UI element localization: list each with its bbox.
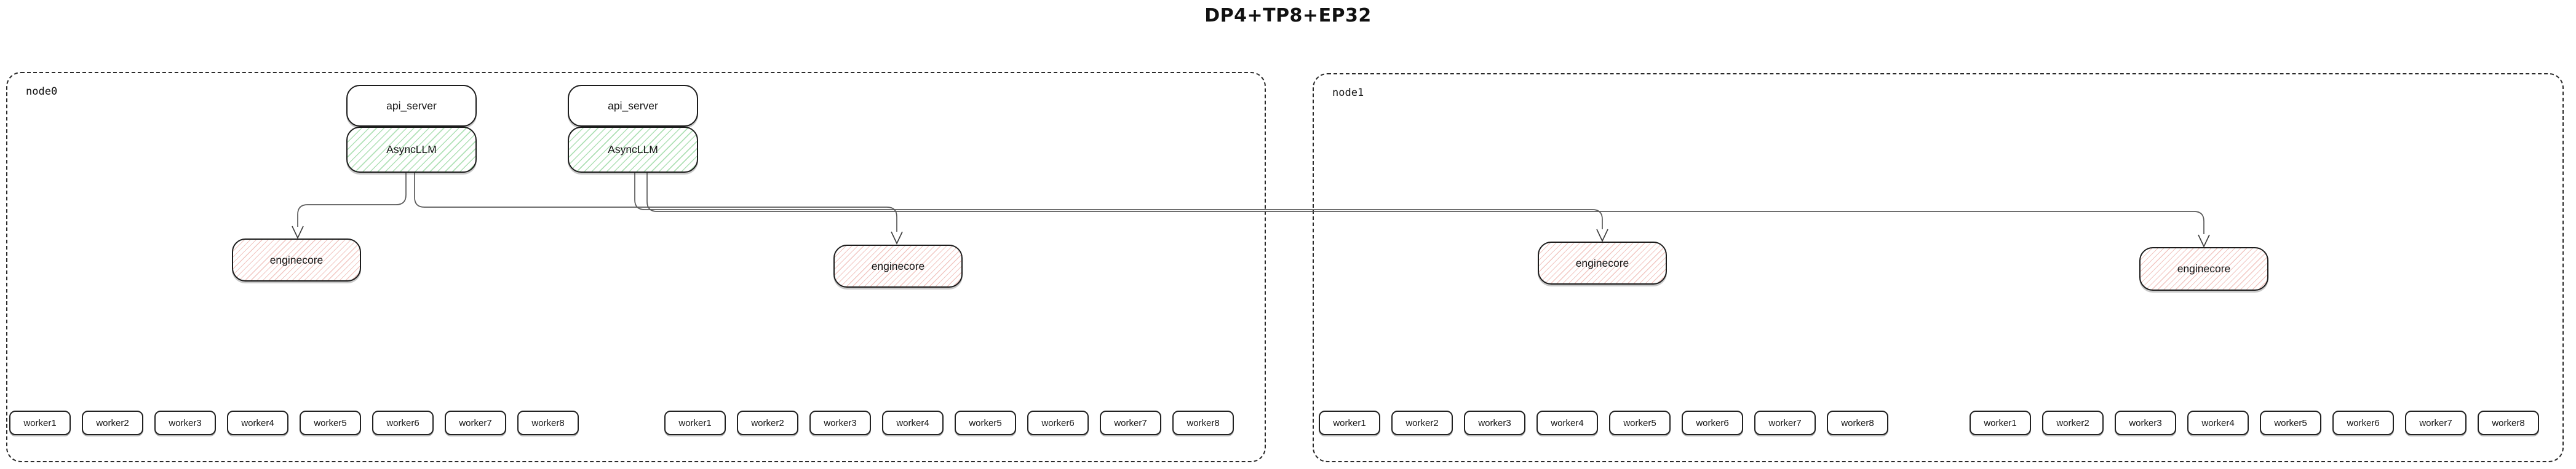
worker-box: worker3: [809, 411, 871, 435]
api-server-1-box: api_server: [346, 85, 477, 127]
worker-box: worker6: [372, 411, 434, 435]
enginecore-3-box: enginecore: [1538, 242, 1667, 285]
worker-box: worker4: [1536, 411, 1598, 435]
node1-worker-group-2: worker1 worker2 worker3 worker4 worker5 …: [1970, 411, 2539, 435]
worker-box: worker2: [737, 411, 798, 435]
node0-worker-group-2: worker1 worker2 worker3 worker4 worker5 …: [664, 411, 1234, 435]
async-llm-1-box: AsyncLLM: [346, 127, 477, 173]
enginecore-4-box: enginecore: [2139, 247, 2268, 291]
node1-label: node1: [1332, 87, 1364, 99]
node1-container: node1: [1313, 73, 2564, 462]
worker-box: worker5: [2260, 411, 2321, 435]
worker-box: worker7: [2405, 411, 2467, 435]
node1-worker-group-1: worker1 worker2 worker3 worker4 worker5 …: [1319, 411, 1888, 435]
worker-box: worker1: [664, 411, 726, 435]
worker-box: worker3: [154, 411, 216, 435]
worker-box: worker6: [1682, 411, 1743, 435]
worker-box: worker2: [1391, 411, 1453, 435]
worker-box: worker2: [2042, 411, 2104, 435]
enginecore-1-box: enginecore: [232, 238, 361, 282]
api-server-2-box: api_server: [568, 85, 698, 127]
worker-box: worker4: [227, 411, 288, 435]
worker-box: worker5: [300, 411, 361, 435]
worker-box: worker6: [1027, 411, 1089, 435]
worker-box: worker1: [1319, 411, 1380, 435]
enginecore-2-box: enginecore: [833, 245, 963, 288]
node0-worker-group-1: worker1 worker2 worker3 worker4 worker5 …: [9, 411, 579, 435]
worker-box: worker5: [1609, 411, 1671, 435]
worker-box: worker3: [1464, 411, 1525, 435]
worker-box: worker6: [2332, 411, 2394, 435]
worker-box: worker5: [955, 411, 1016, 435]
worker-box: worker7: [1100, 411, 1161, 435]
worker-box: worker8: [1172, 411, 1234, 435]
worker-box: worker7: [1754, 411, 1816, 435]
node0-container: node0: [6, 72, 1266, 462]
worker-box: worker4: [882, 411, 944, 435]
worker-box: worker7: [445, 411, 506, 435]
async-llm-2-box: AsyncLLM: [568, 127, 698, 173]
node0-label: node0: [26, 85, 58, 98]
worker-box: worker1: [1970, 411, 2031, 435]
worker-box: worker8: [1827, 411, 1888, 435]
diagram-title: DP4+TP8+EP32: [1204, 5, 1372, 26]
worker-box: worker8: [517, 411, 579, 435]
worker-box: worker8: [2478, 411, 2539, 435]
worker-box: worker2: [82, 411, 143, 435]
worker-box: worker3: [2115, 411, 2176, 435]
worker-box: worker4: [2187, 411, 2249, 435]
worker-box: worker1: [9, 411, 71, 435]
